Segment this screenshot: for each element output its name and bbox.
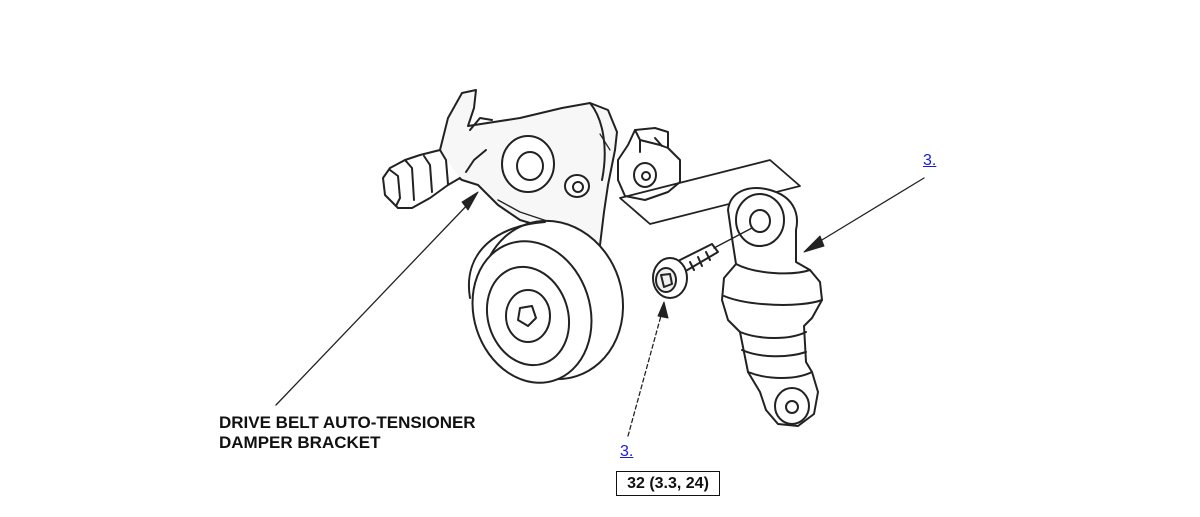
part-name-line-1: DRIVE BELT AUTO-TENSIONER (219, 413, 476, 432)
bolt-drawing (652, 243, 719, 299)
damper-step-link[interactable]: 3. (923, 152, 937, 169)
idler-pulley-drawing (467, 219, 625, 384)
stud-hex-drawing (382, 149, 461, 209)
tensioner-bracket-drawing (439, 89, 618, 263)
alignment-line (713, 227, 753, 249)
bolt-step-link[interactable]: 3. (620, 443, 634, 460)
damper-drawing (721, 187, 823, 427)
part-name-label: DRIVE BELT AUTO-TENSIONER DAMPER BRACKET (219, 413, 476, 453)
damper-plate-outline (619, 159, 801, 225)
mounting-boss-drawing (617, 127, 681, 201)
torque-spec-box: 32 (3.3, 24) (616, 471, 720, 496)
bolt-leader-line (627, 301, 669, 437)
bracket-leader-line (275, 191, 479, 406)
part-name-line-2: DAMPER BRACKET (219, 433, 381, 452)
damper-leader-line (803, 177, 925, 253)
